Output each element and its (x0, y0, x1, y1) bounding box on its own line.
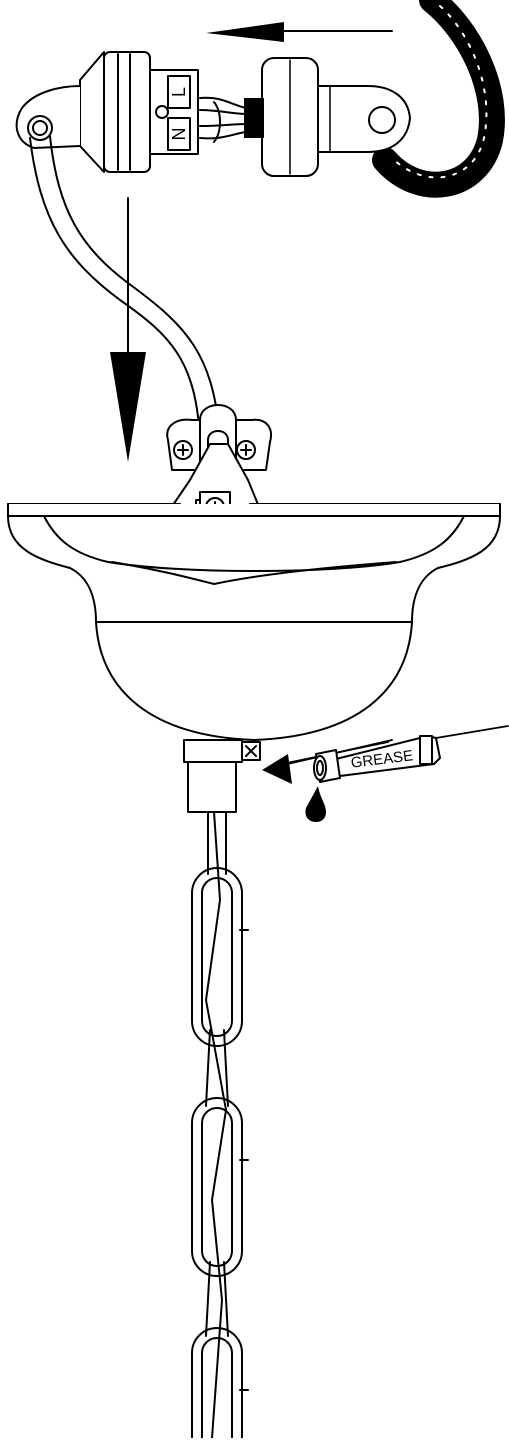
canopy-nipple (183, 739, 261, 813)
arrow-down-icon (110, 197, 146, 462)
grease-drop-icon (305, 786, 326, 822)
connector-plug-left: L N (15, 51, 199, 173)
chain (191, 811, 249, 1443)
phillips-screw-icon (173, 440, 193, 460)
canopy (7, 503, 501, 741)
phillips-screw-icon (236, 440, 256, 460)
lamp-cord (29, 135, 223, 471)
neutral-terminal-label: N (169, 128, 189, 141)
arrow-left-icon (206, 22, 393, 42)
connector-wires (199, 96, 247, 143)
supply-cable (372, 0, 505, 198)
connector-plug-right (244, 57, 411, 177)
grease-tube: GREASE (313, 725, 509, 783)
live-terminal-label: L (169, 87, 189, 97)
